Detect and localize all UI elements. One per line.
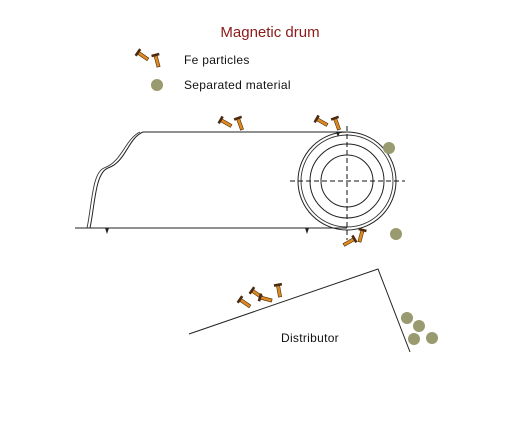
separated-material-particle [401, 312, 413, 324]
separated-material-particle [413, 320, 425, 332]
conveyor-belt [75, 131, 347, 234]
legend-label-separated-material: Separated material [184, 78, 291, 92]
fe-particles-on-belt [217, 114, 344, 132]
fe-particles-on-drum [341, 227, 368, 249]
legend: Fe particles Separated material [134, 47, 291, 92]
fe-particles-on-distributor [236, 282, 285, 311]
legend-label-fe-particles: Fe particles [184, 53, 250, 67]
diagram-title: Magnetic drum [220, 24, 319, 41]
separated-material-particles [383, 142, 438, 345]
fe-particle-icon [134, 47, 163, 69]
separated-material-particle [383, 142, 395, 154]
separated-material-particle [408, 333, 420, 345]
distributor [188, 268, 411, 353]
distributor-label: Distributor [281, 331, 339, 345]
separated-material-icon [151, 79, 163, 91]
magnetic-drum [290, 126, 405, 240]
separated-material-particle [426, 332, 438, 344]
separated-material-particle [390, 228, 402, 240]
